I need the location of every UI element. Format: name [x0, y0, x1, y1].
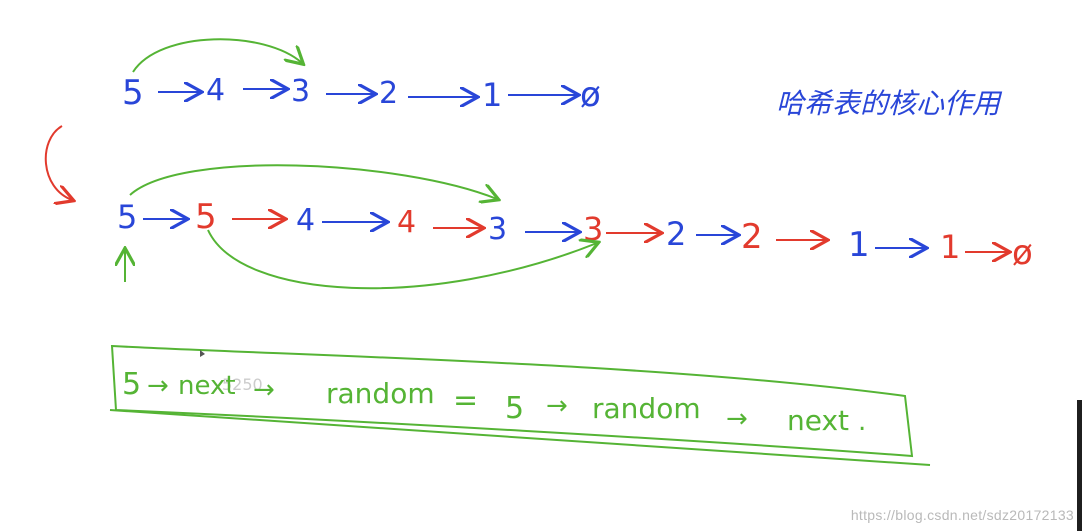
formula-token: 5 [122, 367, 141, 402]
row1-list: 5 4 3 2 1 ø [122, 73, 601, 115]
screen-edge [1077, 400, 1082, 531]
formula-token: 5 [505, 391, 524, 426]
row2-random-arc-lower [207, 229, 597, 290]
row2-node: 3 [488, 212, 507, 247]
row2-node: 3 [583, 210, 603, 248]
row1-node: ø [580, 75, 601, 115]
formula-token: → [726, 404, 748, 434]
formula-token: random [592, 392, 701, 425]
row2-node: 1 [940, 228, 960, 266]
row1-node: 1 [482, 76, 502, 114]
formula-token: random [326, 377, 435, 410]
copy-transition-arrow [44, 125, 72, 200]
row1-node: 5 [122, 73, 144, 113]
row1-node: 4 [206, 73, 225, 108]
hash-table-note: 哈希表的核心作用 [776, 87, 1003, 120]
row2-node: 4 [296, 203, 315, 238]
row1-random-arc [132, 38, 302, 73]
formula-token: → [546, 391, 568, 421]
pen-cursor-icon [200, 350, 205, 357]
row1-node: 3 [291, 74, 310, 109]
formula-underline [109, 409, 931, 466]
watermark: https://blog.csdn.net/sdz20172133 [850, 507, 1074, 523]
row2-node: 2 [741, 217, 763, 257]
row2-node: 5 [117, 198, 137, 236]
formula-token: → [253, 375, 275, 405]
row2-node: 1 [848, 225, 870, 265]
row2-node: 4 [397, 205, 416, 240]
formula-box: 5250 5 → next → random = 5 → random → ne… [109, 344, 931, 466]
formula-token: → [147, 371, 169, 401]
row2-random-arc-upper [129, 164, 497, 199]
formula-token: next [178, 371, 236, 401]
row1-node: 2 [379, 76, 398, 111]
row2-node: 2 [666, 215, 686, 253]
row2-node: 5 [195, 197, 217, 237]
formula-token: next [787, 404, 849, 437]
formula-token: = [453, 383, 478, 418]
formula-token: . [858, 407, 866, 437]
faint-mark: 5250 [222, 375, 263, 394]
row2-list: 5 5 4 4 3 3 2 2 1 1 ø [117, 197, 1033, 273]
row2-node: ø [1012, 233, 1033, 273]
